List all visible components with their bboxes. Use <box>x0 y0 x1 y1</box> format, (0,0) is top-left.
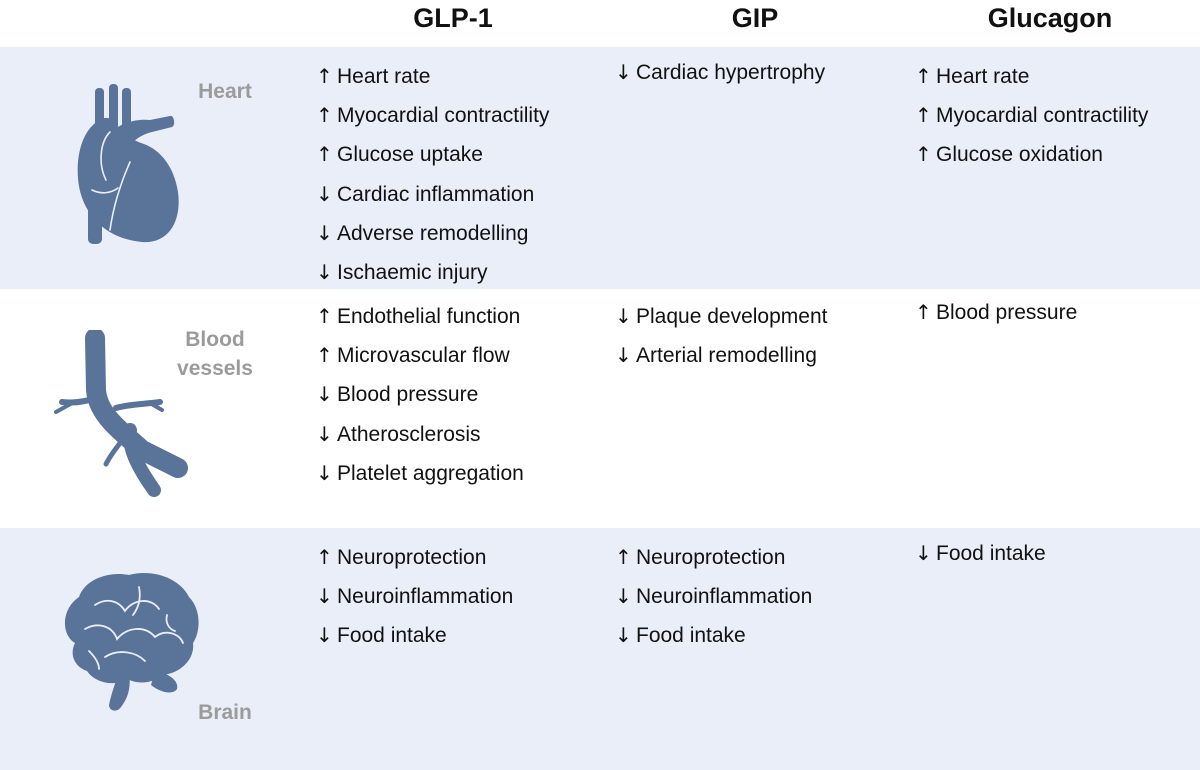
glucagon-brain-effects: ↓Food intake <box>915 534 1046 573</box>
gip-blood-vessels-effects: ↓Plaque development ↓Arterial remodellin… <box>615 297 827 375</box>
column-header-glucagon: Glucagon <box>987 3 1113 33</box>
list-item: ↓Food intake <box>615 616 812 655</box>
blood-vessels-icon <box>54 330 188 497</box>
list-item: ↓Adverse remodelling <box>316 214 549 253</box>
organ-label-heart: Heart <box>198 80 252 103</box>
list-item: ↑Endothelial function <box>316 297 524 336</box>
list-item: ↓Neuroinflammation <box>615 577 812 616</box>
row-band-brain <box>0 528 1200 770</box>
glucagon-heart-effects: ↑Heart rate ↑Myocardial contractility ↑G… <box>915 57 1148 175</box>
arrow-icon: ↑ <box>316 545 333 569</box>
list-item: ↑Glucose oxidation <box>915 135 1148 174</box>
gip-brain-effects: ↑Neuroprotection ↓Neuroinflammation ↓Foo… <box>615 538 812 656</box>
arrow-icon: ↑ <box>316 343 333 368</box>
arrow-icon: ↓ <box>316 181 333 206</box>
arrow-icon: ↓ <box>316 260 333 285</box>
list-item: ↓Platelet aggregation <box>316 454 524 493</box>
arrow-icon: ↓ <box>316 382 333 407</box>
list-item: ↑Neuroprotection <box>615 538 812 577</box>
arrow-icon: ↑ <box>316 142 333 167</box>
arrow-icon: ↑ <box>915 300 932 324</box>
list-item: ↓Atherosclerosis <box>316 415 524 454</box>
organ-label-blood-vessels: Blood vessels <box>177 328 253 380</box>
list-item: ↓Cardiac inflammation <box>316 175 549 214</box>
arrow-icon: ↓ <box>316 220 333 245</box>
arrow-icon: ↓ <box>316 623 333 648</box>
list-item: ↓Arterial remodelling <box>615 336 827 375</box>
arrow-icon: ↓ <box>615 584 632 609</box>
list-item: ↓Cardiac hypertrophy <box>615 53 825 92</box>
glucagon-blood-vessels-effects: ↑Blood pressure <box>915 293 1077 332</box>
arrow-icon: ↑ <box>915 142 932 167</box>
list-item: ↑Blood pressure <box>915 293 1077 332</box>
gip-heart-effects: ↓Cardiac hypertrophy <box>615 53 825 92</box>
organ-label-brain: Brain <box>198 701 252 724</box>
list-item: ↓Food intake <box>316 616 513 655</box>
list-item: ↑Heart rate <box>915 57 1148 96</box>
arrow-icon: ↓ <box>316 421 333 446</box>
list-item: ↓Food intake <box>915 534 1046 573</box>
column-header-glp1: GLP-1 <box>413 3 493 33</box>
list-item: ↓Plaque development <box>615 297 827 336</box>
list-item: ↑Glucose uptake <box>316 135 549 174</box>
arrow-icon: ↑ <box>316 103 333 128</box>
list-item: ↓Neuroinflammation <box>316 577 513 616</box>
arrow-icon: ↓ <box>615 623 632 648</box>
arrow-icon: ↓ <box>615 60 632 84</box>
arrow-icon: ↓ <box>915 541 932 565</box>
glp1-brain-effects: ↑Neuroprotection ↓Neuroinflammation ↓Foo… <box>316 538 513 656</box>
arrow-icon: ↑ <box>615 545 632 569</box>
arrow-icon: ↑ <box>316 64 333 88</box>
arrow-icon: ↑ <box>915 64 932 88</box>
arrow-icon: ↓ <box>316 460 333 485</box>
heart-icon <box>77 84 179 244</box>
arrow-icon: ↓ <box>615 343 632 368</box>
row-band-heart <box>0 47 1200 289</box>
list-item: ↑Myocardial contractility <box>316 96 549 135</box>
arrow-icon: ↑ <box>915 103 932 128</box>
brain-icon <box>64 573 199 711</box>
list-item: ↑Neuroprotection <box>316 538 513 577</box>
list-item: ↑Myocardial contractility <box>915 96 1148 135</box>
list-item: ↓Blood pressure <box>316 375 524 414</box>
list-item: ↑Microvascular flow <box>316 336 524 375</box>
glp1-heart-effects: ↑Heart rate ↑Myocardial contractility ↑G… <box>316 57 549 292</box>
glp1-blood-vessels-effects: ↑Endothelial function ↑Microvascular flo… <box>316 297 524 493</box>
list-item: ↑Heart rate <box>316 57 549 96</box>
column-header-gip: GIP <box>731 3 779 33</box>
arrow-icon: ↓ <box>316 584 333 609</box>
arrow-icon: ↓ <box>615 304 632 328</box>
list-item: ↓Ischaemic injury <box>316 253 549 292</box>
arrow-icon: ↑ <box>316 304 333 328</box>
